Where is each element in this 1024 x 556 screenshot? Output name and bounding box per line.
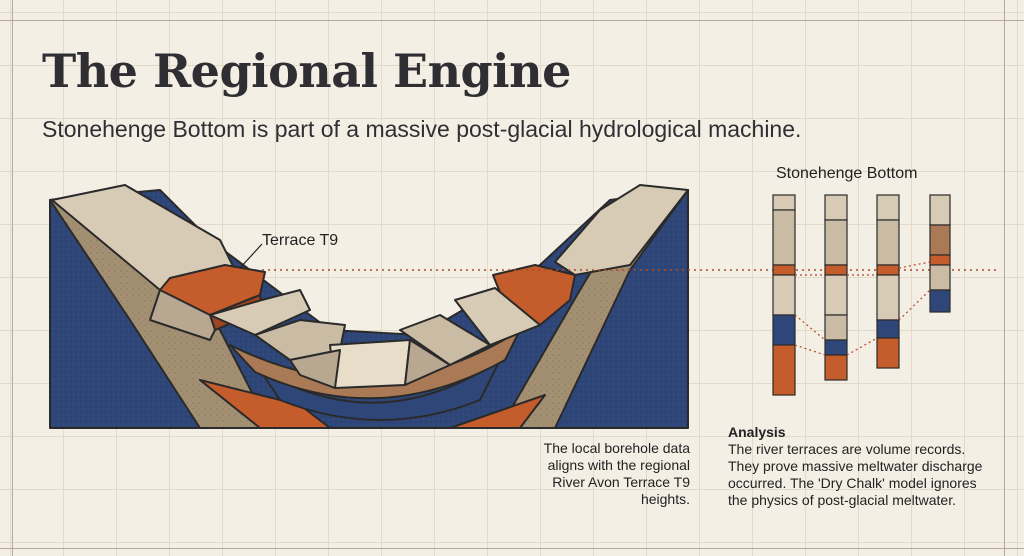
borehole-column-1 bbox=[772, 194, 796, 396]
borehole-caption: The local borehole data aligns with the … bbox=[543, 440, 690, 507]
left-step-terrace-2 bbox=[254, 319, 346, 361]
bottom-frame-line bbox=[0, 548, 1024, 549]
top-frame-line bbox=[0, 20, 1024, 21]
lower-orange-layer bbox=[199, 379, 331, 429]
cross-section bbox=[49, 184, 689, 429]
valley-floor-left-bank bbox=[289, 349, 341, 389]
column-title: Stonehenge Bottom bbox=[776, 165, 918, 182]
right-step-terrace-2 bbox=[399, 314, 491, 366]
borehole-column-2 bbox=[824, 194, 848, 381]
terrace-t9-label: Terrace T9 bbox=[262, 232, 339, 249]
borehole-columns bbox=[772, 194, 951, 396]
page-title: The Regional Engine bbox=[42, 44, 571, 98]
analysis-heading: Analysis bbox=[728, 424, 786, 440]
right-step-terrace-1 bbox=[454, 287, 541, 346]
borehole-column-4 bbox=[929, 194, 951, 313]
right-frame-line bbox=[1004, 0, 1005, 556]
left-chalk-top bbox=[51, 184, 241, 291]
valley-floor-right-bank bbox=[404, 339, 451, 386]
lower-orange-layer-right bbox=[449, 394, 546, 429]
analysis-block: Analysis The river terraces are volume r… bbox=[728, 424, 988, 509]
page-subtitle: Stonehenge Bottom is part of a massive p… bbox=[42, 116, 802, 142]
valley-floor bbox=[329, 339, 411, 389]
analysis-body: The river terraces are volume records. T… bbox=[728, 441, 983, 508]
left-frame-line bbox=[12, 0, 13, 556]
borehole-column-3 bbox=[876, 194, 900, 369]
left-step-terrace-1 bbox=[209, 289, 311, 336]
column-correlation-lines bbox=[794, 261, 931, 356]
t9-leader-line bbox=[239, 243, 263, 269]
